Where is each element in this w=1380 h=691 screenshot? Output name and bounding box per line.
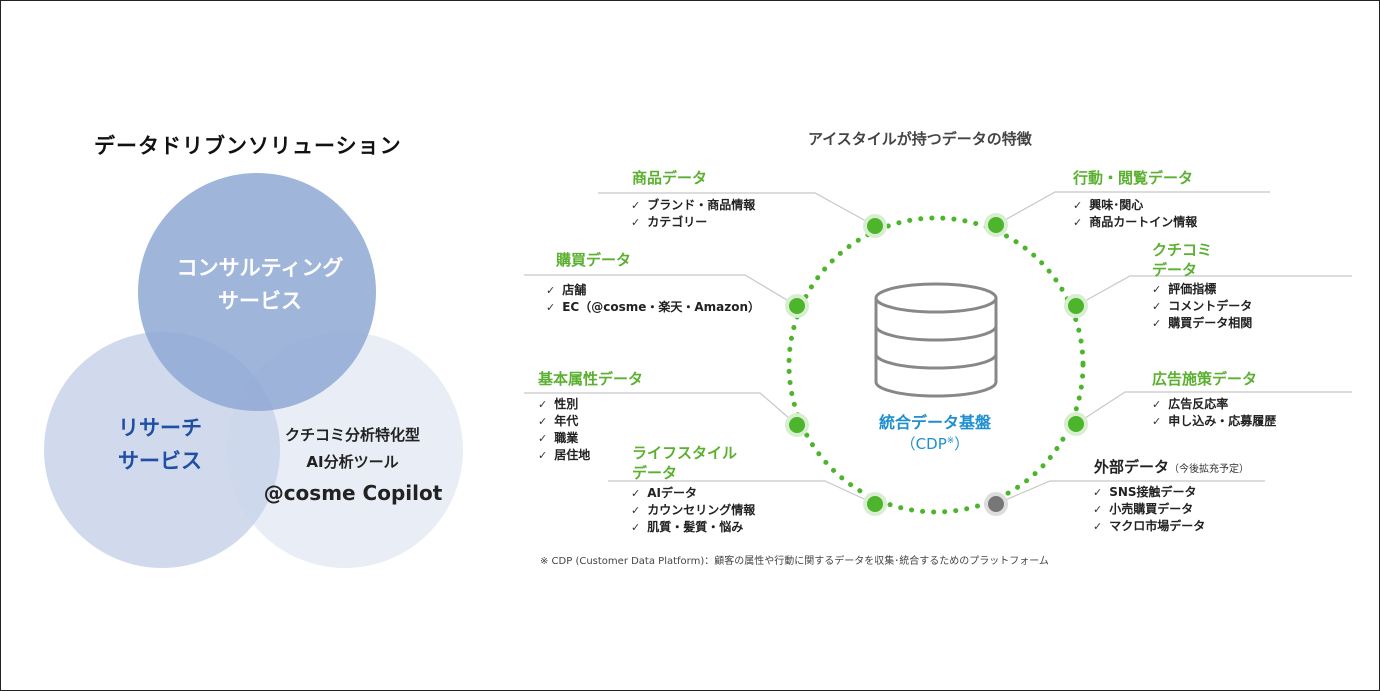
category-external-items: SNS接触データ 小売購買データ マクロ市場データ	[1093, 484, 1205, 535]
list-item: 職業	[538, 430, 590, 447]
copilot-line2: AI分析ツール	[306, 453, 399, 471]
list-item: 購買データ相関	[1152, 315, 1252, 332]
node-review	[1064, 294, 1088, 318]
cdp-ring	[786, 215, 1086, 515]
list-item: 商品カートイン情報	[1073, 214, 1197, 231]
connector-product	[598, 192, 876, 227]
consulting-line2: サービス	[218, 288, 302, 313]
list-item: ブランド・商品情報	[631, 197, 755, 214]
list-item: カウンセリング情報	[631, 502, 755, 519]
list-item: EC（@cosme・楽天・Amazon）	[546, 299, 760, 316]
category-attribute-title: 基本属性データ	[538, 370, 644, 388]
list-item: 肌質・髪質・悩み	[631, 519, 755, 536]
connector-lifestyle	[608, 480, 876, 505]
copilot-description: クチコミ分析特化型 AI分析ツール	[255, 422, 450, 476]
node-purchase	[785, 294, 809, 318]
external-note: （今後拡充予定）	[1169, 464, 1250, 475]
list-item: 年代	[538, 413, 590, 430]
node-lifestyle	[863, 492, 887, 516]
copilot-line1: クチコミ分析特化型	[284, 426, 420, 444]
connector-attribute	[524, 392, 798, 426]
list-item: AIデータ	[631, 485, 755, 502]
footnote-mark: ※	[946, 436, 955, 447]
node-product	[863, 214, 887, 238]
list-item: カテゴリー	[631, 214, 755, 231]
category-lifestyle-title: ライフスタイル データ	[632, 444, 738, 483]
copilot-product-name: @cosme Copilot	[263, 481, 443, 505]
connector-behavior	[995, 191, 1270, 226]
cdp-footnote: ※ CDP (Customer Data Platform)：顧客の属性や行動に…	[540, 556, 1049, 567]
node-ads	[1064, 412, 1088, 436]
connector-purchase	[524, 274, 798, 307]
category-ads-title: 広告施策データ	[1152, 370, 1258, 388]
list-item: 性別	[538, 396, 590, 413]
research-service-label: リサーチ サービス	[70, 412, 250, 477]
consulting-line1: コンサルティング	[176, 256, 344, 280]
category-ads-items: 広告反応率 申し込み・応募履歴	[1152, 396, 1276, 430]
category-behavior-items: 興味･関心 商品カートイン情報	[1073, 197, 1197, 231]
category-review-items: 評価指標 コメントデータ 購買データ相関	[1152, 281, 1252, 332]
list-item: 店舗	[546, 282, 760, 299]
cdp-subtitle: （CDP※）	[900, 435, 970, 454]
research-line1: リサーチ	[118, 416, 202, 440]
list-item: 興味･関心	[1073, 197, 1197, 214]
cdp-title: 統合データ基盤	[878, 413, 991, 432]
category-attribute-items: 性別 年代 職業 居住地	[538, 396, 590, 464]
category-lifestyle-items: AIデータ カウンセリング情報 肌質・髪質・悩み	[631, 485, 755, 536]
node-attribute	[785, 413, 809, 437]
category-review-title: クチコミ データ	[1152, 241, 1213, 280]
category-purchase-title: 購買データ	[556, 251, 632, 269]
connector-external	[995, 480, 1265, 505]
cdp-center-label: 統合データ基盤 （CDP※）	[855, 412, 1015, 455]
category-external-title: 外部データ（今後拡充予定）	[1094, 458, 1250, 476]
features-title: アイスタイルが持つデータの特徴	[808, 130, 1032, 148]
solutions-title: データドリブンソリューション	[94, 134, 402, 158]
category-product-items: ブランド・商品情報 カテゴリー	[631, 197, 755, 231]
node-behavior	[984, 213, 1008, 237]
circle-consulting	[138, 173, 376, 411]
category-product-title: 商品データ	[632, 169, 708, 187]
research-line2: サービス	[118, 448, 202, 473]
database-icon	[874, 282, 998, 398]
list-item: 広告反応率	[1152, 396, 1276, 413]
connector-ads	[1075, 391, 1352, 425]
list-item: コメントデータ	[1152, 298, 1252, 315]
category-behavior-title: 行動・閲覧データ	[1073, 169, 1194, 187]
list-item: 申し込み・応募履歴	[1152, 413, 1276, 430]
list-item: 小売購買データ	[1093, 501, 1205, 518]
consulting-service-label: コンサルティング サービス	[130, 252, 390, 317]
node-external	[984, 492, 1008, 516]
list-item: 評価指標	[1152, 281, 1252, 298]
list-item: マクロ市場データ	[1093, 518, 1205, 535]
list-item: SNS接触データ	[1093, 484, 1205, 501]
list-item: 居住地	[538, 447, 590, 464]
connector-review	[1075, 275, 1352, 307]
category-purchase-items: 店舗 EC（@cosme・楽天・Amazon）	[546, 282, 760, 316]
